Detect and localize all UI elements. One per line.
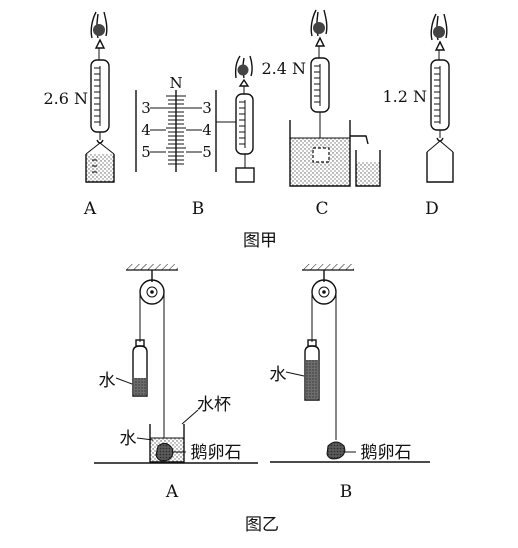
scale-reading-c: 2.4 N [261,59,306,78]
scale-unit-label: N [169,74,182,92]
label-water-bottle-a: 水 [99,371,116,391]
scale-reading-d: 1.2 N [382,87,427,106]
label-pebble-a: 鹅卵石 [191,443,242,463]
label-cup-water: 水 [120,429,137,449]
scale-reading-a: 2.6 N [43,89,88,108]
jia-panel-c: 2.4 N C [261,9,381,219]
small-beaker-c [355,150,381,187]
tick-left-4: 4 [141,121,151,139]
caption-yi: 图乙 [245,515,279,535]
tick-left-3: 3 [141,99,151,117]
tick-right-5: 5 [202,143,212,161]
jia-panel-a: 2.6 N A [43,11,115,219]
spring-scale [90,48,110,144]
panel-letter-yi-b: B [340,482,353,502]
pebble-stone-b [326,441,346,460]
tick-right-3: 3 [202,99,212,117]
tick-left-5: 5 [141,143,151,161]
beaker-a [85,142,115,183]
spring-scale [430,50,450,142]
caption-jia: 图甲 [243,231,277,251]
label-water-bottle-b: 水 [270,365,287,385]
jia-panel-b: N 3 4 5 3 4 5 B [135,55,255,219]
hand-icon [234,55,253,87]
yi-panel-a: 水 水杯 水 鹅卵石 A [94,264,258,502]
panel-letter-a: A [83,199,97,219]
spring-scale [310,46,330,148]
water-bottle-b [304,339,320,401]
label-pebble-b: 鹅卵石 [361,443,412,463]
panel-letter-b: B [192,199,205,219]
panel-letter-d: D [425,199,439,219]
yi-panel-b: 水 鹅卵石 B [270,264,430,502]
panel-letter-yi-a: A [165,482,179,502]
water-bottle-a [132,339,148,397]
submerged-block-c [312,147,330,163]
pulley-icon [311,279,337,305]
hand-icon [90,11,108,49]
pulley-icon [139,279,165,305]
jia-panel-d: 1.2 N D [382,13,454,219]
spring-scale [235,86,254,168]
pebble-stone-a [155,442,174,462]
stone-block-b [235,167,255,183]
tick-right-4: 4 [202,121,212,139]
hand-icon [310,9,328,47]
hand-icon [430,13,448,51]
label-water-cup: 水杯 [197,395,231,415]
panel-letter-c: C [315,199,328,219]
empty-beaker-d [426,140,454,183]
